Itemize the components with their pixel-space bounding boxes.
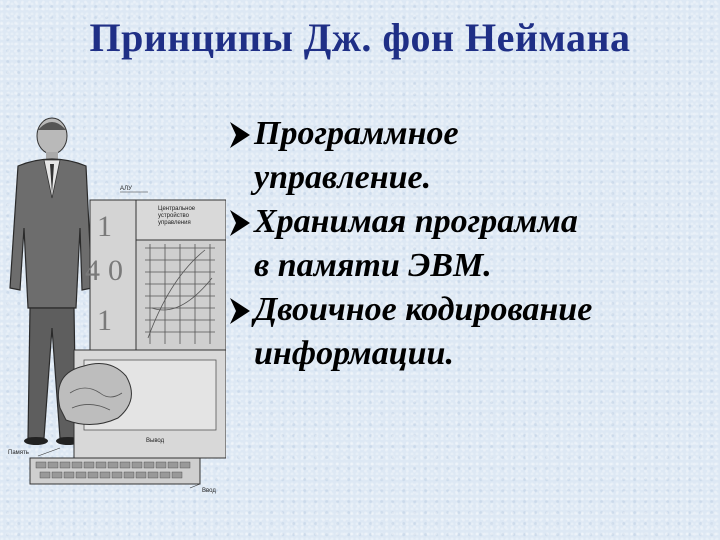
principle-item: Программное управление.	[228, 112, 716, 200]
label-alu: АЛУ	[120, 186, 132, 192]
label-memory: Память	[8, 450, 29, 456]
arrow-bullet-icon	[230, 122, 250, 148]
principles-list: Программное управление. Хранимая програм…	[228, 112, 716, 376]
digit-3: 0	[108, 254, 123, 287]
principle-text-line2: управление.	[254, 159, 432, 196]
arrow-bullet-icon	[230, 298, 250, 324]
principle-item: Двоичное кодирование информации.	[228, 288, 716, 376]
principle-text-line1: Программное	[254, 115, 459, 152]
principle-text-line2: информации.	[254, 335, 454, 372]
principle-text-line2: в памяти ЭВМ.	[254, 247, 492, 284]
label-input: Ввод	[202, 488, 216, 494]
label-control-2: устройство	[158, 212, 190, 219]
arrow-bullet-icon	[230, 210, 250, 236]
principle-text-line1: Хранимая программа	[254, 203, 578, 240]
principle-text-line1: Двоичное кодирование	[254, 291, 593, 328]
label-control-3: управления	[158, 220, 191, 226]
label-control-1: Центральное	[158, 206, 196, 212]
digit-1: 1	[97, 210, 112, 243]
slide-title: Принципы Дж. фон Неймана	[89, 15, 631, 60]
digit-2: 4	[85, 254, 100, 287]
label-output: Вывод	[146, 438, 165, 444]
computer-diagram: 1 4 0 1 АЛУ Центральное устройство управ…	[8, 186, 226, 494]
principle-item: Хранимая программа в памяти ЭВМ.	[228, 200, 716, 288]
digit-4: 1	[97, 304, 112, 337]
von-neumann-illustration: 1 4 0 1 АЛУ Центральное устройство управ…	[8, 117, 226, 494]
